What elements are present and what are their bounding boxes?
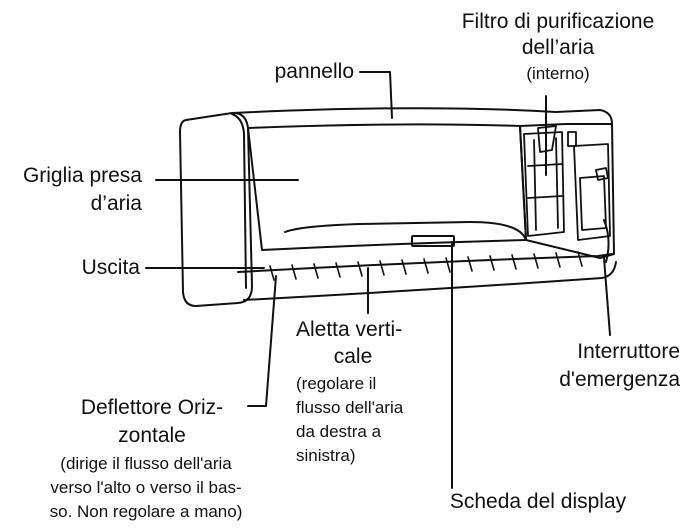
leader-interruttore bbox=[603, 257, 611, 336]
label-filtro-title-2: dell’aria bbox=[521, 36, 595, 59]
control-box bbox=[567, 131, 611, 241]
label-interruttore-1: Interruttore bbox=[577, 340, 680, 363]
left-cap-inner-edge bbox=[231, 113, 247, 289]
label-filtro-title-1: Filtro di purificazione bbox=[461, 10, 655, 33]
label-pannello: pannello bbox=[274, 60, 354, 83]
bottom-body-curve bbox=[237, 253, 613, 273]
label-aletta-sub-3: da destra a bbox=[296, 422, 382, 441]
label-deflettore-sub-3: so. Non regolare a mano) bbox=[49, 502, 243, 521]
label-scheda: Scheda del display bbox=[449, 490, 627, 513]
label-aletta-1: Aletta verti- bbox=[296, 318, 403, 341]
leader-pannello bbox=[359, 71, 393, 119]
label-filtro-sub: (interno) bbox=[526, 64, 590, 83]
label-uscita: Uscita bbox=[81, 256, 140, 279]
label-deflettore-sub-1: (dirige il flusso dell'aria bbox=[60, 454, 232, 473]
leader-deflettore bbox=[247, 275, 277, 407]
display-screen bbox=[411, 235, 455, 247]
label-aletta-2: cale bbox=[333, 345, 373, 368]
right-body-outline bbox=[519, 123, 615, 259]
label-aletta-sub-1: (regolare il bbox=[296, 374, 377, 393]
label-deflettore-2: zontale bbox=[118, 424, 186, 447]
label-aletta-sub-4: sinistra) bbox=[296, 446, 356, 465]
left-end-cap bbox=[179, 111, 253, 307]
display-window-outline bbox=[284, 221, 527, 241]
label-deflettore-sub-2: verso l'alto o verso il bas- bbox=[50, 478, 242, 497]
label-deflettore-1: Deflettore Oriz- bbox=[80, 396, 224, 419]
label-griglia-1: Griglia presa bbox=[22, 164, 142, 187]
vertical-louvers bbox=[269, 251, 583, 281]
right-side-cable bbox=[603, 219, 610, 263]
bottom-body-lower-curve bbox=[243, 261, 617, 301]
label-interruttore-2: d'emergenza bbox=[559, 368, 680, 391]
label-aletta-sub-2: flusso dell'aria bbox=[296, 398, 404, 417]
filter-frame bbox=[523, 125, 565, 237]
top-panel-edge bbox=[231, 107, 613, 125]
label-griglia-2: d’aria bbox=[90, 192, 142, 215]
